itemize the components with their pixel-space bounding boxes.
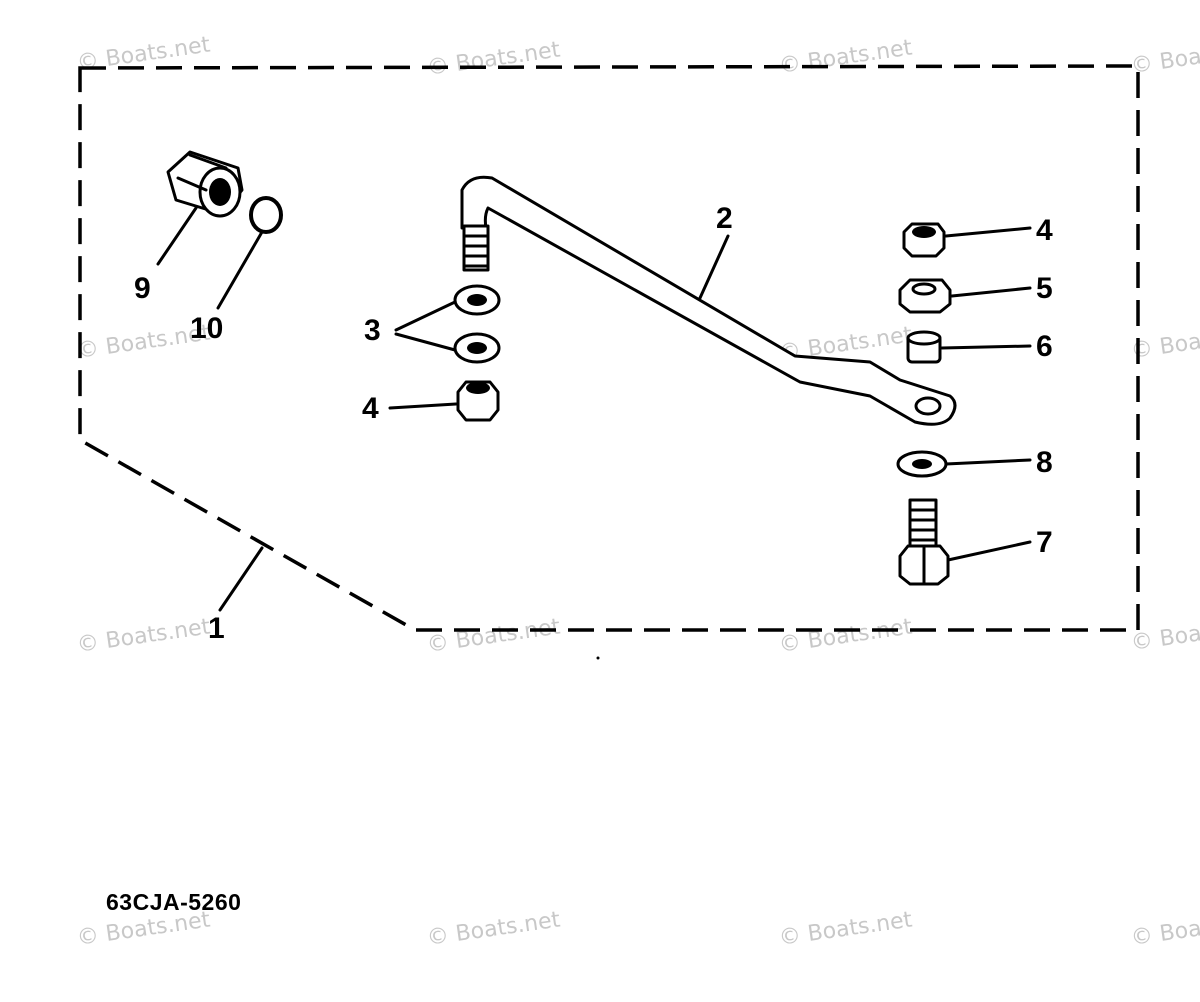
watermark: © Boats.net <box>1129 612 1200 655</box>
callout-8: 8 <box>1036 446 1053 479</box>
nut-part-5 <box>898 278 952 314</box>
steering-rod-part-2 <box>460 175 957 426</box>
watermark: © Boats.net <box>1129 35 1200 78</box>
callout-3: 3 <box>364 314 381 347</box>
part-code-label: 63CJA-5260 <box>106 889 241 915</box>
bushing-part-9 <box>166 150 244 218</box>
callout-4-right: 4 <box>1036 214 1053 247</box>
watermark: © Boats.net <box>777 35 914 78</box>
watermark: © Boats.net <box>425 907 562 950</box>
watermark: © Boats.net <box>75 614 212 657</box>
callout-2: 2 <box>716 202 733 235</box>
o-ring-part-10 <box>249 196 283 234</box>
washer-part-3 <box>453 284 501 364</box>
callout-4-left: 4 <box>362 392 379 425</box>
bolt-part-7 <box>898 498 950 586</box>
callout-9: 9 <box>134 272 151 305</box>
collar-part-6 <box>906 330 942 364</box>
watermark: © Boats.net <box>777 614 914 657</box>
kit-boundary-dashed <box>78 64 1140 632</box>
nut-part-4-left <box>456 380 500 422</box>
callout-7: 7 <box>1036 526 1053 559</box>
watermark: © Boats.net <box>425 37 562 80</box>
callout-1: 1 <box>208 612 225 645</box>
watermark: © Boats.net <box>425 614 562 657</box>
callout-5: 5 <box>1036 272 1053 305</box>
watermark: © Boats.net <box>1129 907 1200 950</box>
stray-dot <box>596 656 600 660</box>
callout-10: 10 <box>190 312 223 345</box>
watermark: © Boats.net <box>777 907 914 950</box>
nut-part-4-right <box>902 222 946 258</box>
callout-6: 6 <box>1036 330 1053 363</box>
watermarks: © Boats.net © Boats.net © Boats.net © Bo… <box>75 32 1200 950</box>
washer-part-8 <box>896 450 948 478</box>
leader-lines <box>156 206 1032 612</box>
watermark: © Boats.net <box>1129 320 1200 363</box>
